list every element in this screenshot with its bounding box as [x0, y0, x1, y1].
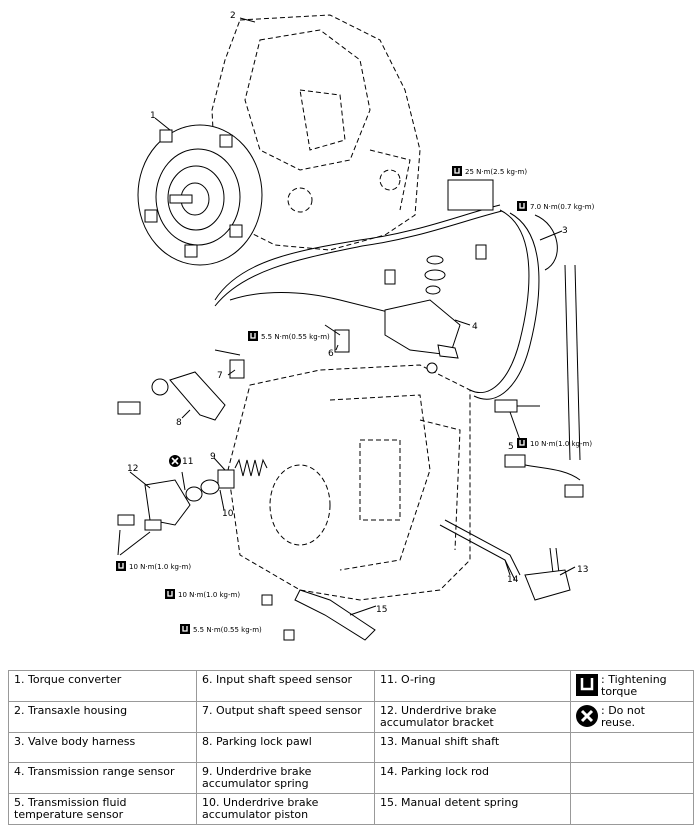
- torque-icon: [165, 589, 175, 599]
- torque-callouts: 25 N·m(2.5 kg-m) 7.0 N·m(0.7 kg-m) 5.5 N…: [116, 166, 595, 634]
- callout-6: 6: [328, 349, 334, 359]
- torque-icon: [116, 561, 126, 571]
- legend-symbol-cell: : Tightening torque: [570, 670, 694, 702]
- callout-12: 12: [127, 464, 138, 474]
- legend-cell: 3. Valve body harness: [8, 732, 197, 763]
- callout-10: 10: [222, 509, 234, 519]
- legend-empty-cell: [570, 793, 694, 825]
- legend-cell: 12. Underdrive brake accumulator bracket: [374, 701, 571, 733]
- callout-15: 15: [376, 605, 387, 615]
- callout-1: 1: [150, 111, 156, 121]
- legend-cell: 9. Underdrive brake accumulator spring: [196, 762, 375, 794]
- callout-14: 14: [507, 575, 519, 585]
- torque-icon: [517, 201, 527, 211]
- legend-cell: 13. Manual shift shaft: [374, 732, 571, 763]
- legend-cell: 8. Parking lock pawl: [196, 732, 375, 763]
- torque-symbol-label: : Tightening torque: [601, 673, 667, 698]
- parking-lock-pawl: [117, 371, 226, 421]
- callout-11: 11: [182, 457, 193, 467]
- legend-cell: 10. Underdrive brake accumulator piston: [196, 793, 375, 825]
- manual-detent-spring: [261, 589, 376, 641]
- table-row: 4. Transmission range sensor 9. Underdri…: [8, 762, 694, 794]
- legend-cell: 2. Transaxle housing: [8, 701, 197, 733]
- legend-empty-cell: [570, 732, 694, 763]
- torque-label-10-lower: 10 N·m(1.0 kg-m): [178, 591, 240, 599]
- legend-cell: 14. Parking lock rod: [374, 762, 571, 794]
- legend-symbol-cell: : Do not reuse.: [570, 701, 694, 733]
- callout-2: 2: [230, 11, 236, 21]
- torque-label-10-right: 10 N·m(1.0 kg-m): [530, 440, 592, 448]
- lower-housing: [227, 364, 471, 601]
- accumulator-bracket: [117, 479, 191, 556]
- valve-body-harness: [214, 179, 584, 498]
- table-row: 3. Valve body harness 8. Parking lock pa…: [8, 732, 694, 763]
- callout-5: 5: [508, 442, 514, 452]
- speed-sensors: [214, 324, 350, 379]
- leader-lines: [129, 17, 576, 616]
- parts-legend-table: 1. Torque converter 6. Input shaft speed…: [8, 670, 694, 825]
- transaxle-housing: [211, 14, 421, 251]
- legend-cell: 6. Input shaft speed sensor: [196, 670, 375, 702]
- torque-label-10-left: 10 N·m(1.0 kg-m): [129, 563, 191, 571]
- callout-9: 9: [210, 452, 216, 462]
- torque-label-5-5-lower: 5.5 N·m(0.55 kg-m): [193, 626, 262, 634]
- torque-label-25: 25 N·m(2.5 kg-m): [465, 168, 527, 176]
- legend-cell: 5. Transmission fluid temperature sensor: [8, 793, 197, 825]
- legend-cell: 1. Torque converter: [8, 670, 197, 702]
- torque-icon: [452, 166, 462, 176]
- do-not-reuse-icon: [576, 705, 598, 727]
- torque-icon: [576, 674, 598, 696]
- table-row: 1. Torque converter 6. Input shaft speed…: [8, 670, 694, 702]
- callout-7: 7: [217, 371, 223, 381]
- legend-cell: 11. O-ring: [374, 670, 571, 702]
- torque-label-7: 7.0 N·m(0.7 kg-m): [530, 203, 595, 211]
- table-row: 5. Transmission fluid temperature sensor…: [8, 793, 694, 825]
- torque-icon: [248, 331, 258, 341]
- fluid-temperature-sensor: [494, 399, 540, 413]
- legend-cell: 15. Manual detent spring: [374, 793, 571, 825]
- legend-cell: 7. Output shaft speed sensor: [196, 701, 375, 733]
- callout-13: 13: [577, 565, 588, 575]
- torque-icon: [180, 624, 190, 634]
- do-not-reuse-label: : Do not reuse.: [601, 704, 645, 729]
- exploded-diagram: 1 2 3 4 5 6 7 8 9 10 11 12 13 14 15 25 N…: [116, 11, 595, 641]
- callout-8: 8: [176, 418, 182, 428]
- callout-labels: 1 2 3 4 5 6 7 8 9 10 11 12 13 14 15: [127, 11, 588, 615]
- transmission-range-sensor: [384, 244, 487, 374]
- torque-converter: [137, 124, 263, 266]
- legend-empty-cell: [570, 762, 694, 794]
- torque-label-5-5-upper: 5.5 N·m(0.55 kg-m): [261, 333, 330, 341]
- table-row: 2. Transaxle housing 7. Output shaft spe…: [8, 701, 694, 733]
- torque-icon: [517, 438, 527, 448]
- callout-3: 3: [562, 226, 568, 236]
- callout-4: 4: [472, 322, 478, 332]
- do-not-reuse-icon: [169, 455, 181, 467]
- legend-cell: 4. Transmission range sensor: [8, 762, 197, 794]
